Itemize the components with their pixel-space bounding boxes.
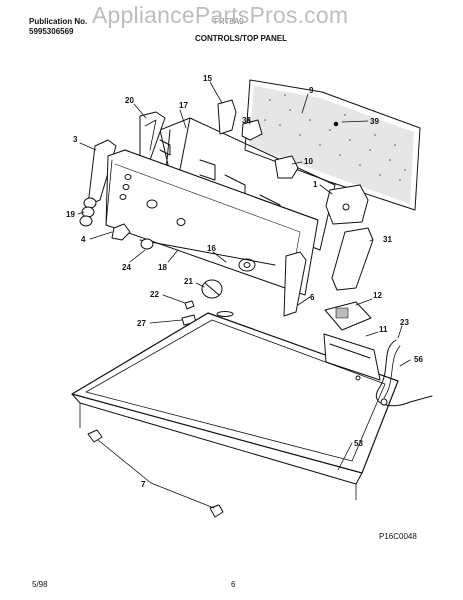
- callout-3: 3: [73, 135, 78, 144]
- publication-number: 5995306569: [29, 27, 74, 36]
- callout-23: 23: [400, 318, 409, 327]
- callout-19: 19: [66, 210, 75, 219]
- rear-panel-part: [245, 80, 420, 210]
- callout-4: 4: [81, 235, 86, 244]
- callout-15: 15: [203, 74, 212, 83]
- callout-27: 27: [137, 319, 146, 328]
- callout-7: 7: [141, 480, 146, 489]
- callout-21: 21: [184, 277, 193, 286]
- callout-9: 9: [309, 86, 314, 95]
- callout-1: 1: [313, 180, 318, 189]
- callout-24: 24: [122, 263, 131, 272]
- section-title: CONTROLS/TOP PANEL: [195, 34, 288, 43]
- control-panel-front-part: [106, 150, 318, 295]
- footer-date: 5/98: [32, 580, 48, 589]
- callout-11: 11: [379, 325, 388, 334]
- callout-10: 10: [304, 157, 313, 166]
- watermark: AppliancePartsPros.com: [92, 2, 349, 28]
- page-number: 6: [231, 580, 236, 589]
- model-code: FRT8A9: [214, 17, 244, 26]
- callout-16: 16: [207, 244, 216, 253]
- callout-53: 53: [354, 439, 363, 448]
- callout-31: 31: [383, 235, 392, 244]
- figure-code: P16C0048: [379, 532, 417, 541]
- callout-39: 39: [370, 117, 379, 126]
- top-panel-part: [72, 312, 398, 501]
- right-endcap-part: [284, 252, 306, 316]
- callout-56: 56: [414, 355, 423, 364]
- callout-17: 17: [179, 101, 188, 110]
- callout-6: 6: [310, 293, 315, 302]
- callout-22: 22: [150, 290, 159, 299]
- callout-18: 18: [158, 263, 167, 272]
- publication-label: Publication No.: [29, 17, 88, 26]
- callout-12: 12: [373, 291, 382, 300]
- callout-20: 20: [125, 96, 134, 105]
- callout-38: 38: [242, 116, 251, 125]
